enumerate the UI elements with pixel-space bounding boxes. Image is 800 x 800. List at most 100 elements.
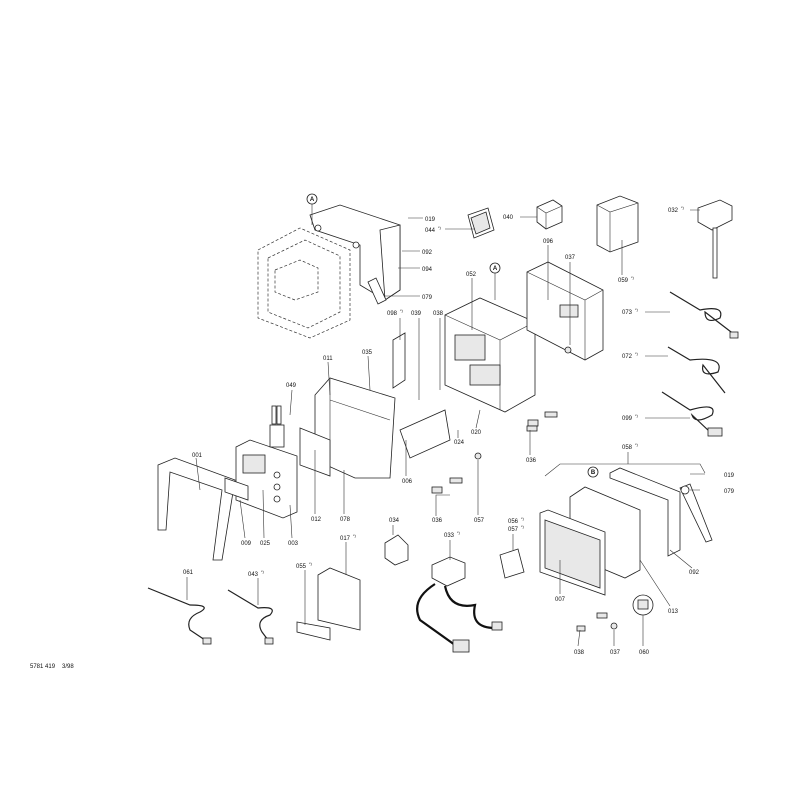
label-013: 013 [668,609,679,615]
label-032: 032 [668,208,679,214]
label-007: 007 [555,597,566,603]
part-knob-034 [384,534,409,566]
part-base-052 [444,297,536,413]
callout-a-center: A [489,262,501,300]
label-073: 073 [622,310,633,316]
label-025: 025 [260,541,271,547]
footnote-mark: A [493,266,498,272]
label-006: 006 [402,479,413,485]
footnote-mark: *) [521,524,525,529]
part-lever-079 [679,483,713,543]
part-labels: 019 044*) 092 094 079 040 032*) 096 037 … [183,205,735,656]
label-059: 059 [618,278,629,284]
footnote-mark: *) [521,516,525,521]
label-037: 037 [610,650,621,656]
doc-date: 3/98 [62,664,74,670]
label-079: 079 [724,489,735,495]
part-module-040 [536,199,563,230]
label-017: 017 [340,536,351,542]
part-transformer-033 [416,556,503,653]
part-frame-001 [157,457,236,561]
footnote-mark: *) [353,533,357,538]
footnote-mark: *) [438,225,442,230]
label-058: 058 [622,445,633,451]
footnote-mark: *) [635,351,639,356]
footnote-mark: *) [457,530,461,535]
part-holder-060 [632,594,654,616]
label-061: 061 [183,570,194,576]
label-036: 036 [432,518,443,524]
part-controller-017 [296,567,361,641]
part-cover-007 [539,509,606,596]
part-battery-049 [269,405,285,448]
part-card-098 [392,332,406,389]
label-078: 078 [340,517,351,523]
footnote-mark: B [591,470,596,476]
label-049: 049 [286,383,297,389]
footnote-mark: *) [631,275,635,280]
label-040: 040 [503,215,514,221]
part-cable-043 [227,589,274,645]
part-box-059 [596,195,639,253]
label-011: 011 [323,356,333,362]
part-cable-061 [147,587,212,645]
callout-a-top-left: A [306,193,318,225]
label-036: 036 [526,458,537,464]
label-094: 094 [422,267,433,273]
label-057: 057 [474,518,485,524]
part-base-096 [526,261,604,361]
footnote-mark: *) [400,308,404,313]
label-020: 020 [471,430,482,436]
label-052: 052 [466,272,477,278]
part-cable-099 [661,391,723,437]
footnote-mark: *) [681,205,685,210]
footnote-mark: A [310,197,315,203]
label-092: 092 [689,570,700,576]
label-037: 037 [565,255,576,261]
label-034: 034 [389,518,400,524]
part-clip-036 [431,411,558,494]
label-079: 079 [422,295,433,301]
part-module-056 [499,548,525,579]
callout-b: B [587,466,599,478]
label-003: 003 [288,541,299,547]
label-055: 055 [296,564,307,570]
label-038: 038 [574,650,585,656]
label-024: 024 [454,440,465,446]
part-cable-073 [669,291,739,339]
label-096: 096 [543,239,554,245]
label-038: 038 [433,311,444,317]
label-060: 060 [639,650,650,656]
label-043: 043 [248,572,259,578]
label-001: 001 [192,453,203,459]
part-nut-037 [474,346,618,630]
label-019: 019 [425,217,436,223]
label-099: 099 [622,416,633,422]
label-039: 039 [411,311,422,317]
doc-number: 5781 419 [30,664,56,670]
label-033: 033 [444,533,455,539]
part-housing-assembly-dashed [257,204,401,339]
part-housing-011 [299,377,396,479]
part-board-006 [399,409,451,459]
footnote-mark: *) [309,561,313,566]
part-clips-038 [526,425,608,632]
part-cover-044 [467,207,495,239]
footnote-mark: *) [635,442,639,447]
label-056: 056 [508,519,519,525]
footnote-mark: *) [635,307,639,312]
label-098: 098 [387,311,398,317]
part-sensor-032 [697,199,733,279]
part-display-panel-003 [235,439,298,519]
footnote-mark: *) [635,413,639,418]
footnote-mark: *) [261,569,265,574]
label-072: 072 [622,354,633,360]
label-044: 044 [425,228,436,234]
part-cover-009 [224,477,249,501]
label-092: 092 [422,250,433,256]
label-019: 019 [724,473,735,479]
label-035: 035 [362,350,373,356]
part-cable-072 [667,346,726,394]
